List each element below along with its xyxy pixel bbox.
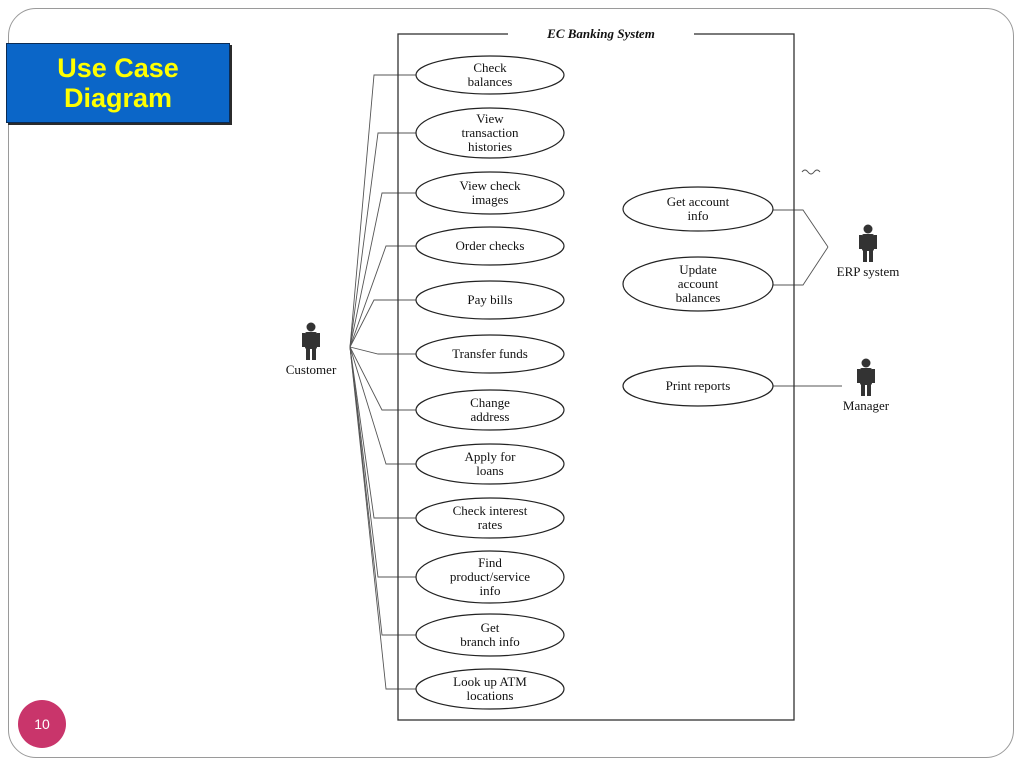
association-lines [349, 74, 842, 690]
use-case-ellipse [415, 226, 565, 266]
association-line [349, 346, 416, 411]
association-line [349, 299, 416, 348]
use-case-label: images [472, 192, 509, 207]
use-case-label: Order checks [456, 238, 525, 253]
association-line [349, 346, 416, 636]
use-case-label: balances [468, 74, 513, 89]
use-case-ellipse [415, 613, 565, 657]
use-case-label: Print reports [666, 378, 731, 393]
use-cases: CheckbalancesViewtransactionhistoriesVie… [415, 55, 774, 710]
use-case-pay-bills: Pay bills [415, 280, 565, 320]
use-case-ellipse [415, 171, 565, 215]
use-case-ellipse [622, 365, 774, 407]
use-case-label: Check interest [453, 503, 528, 518]
association-line [349, 132, 416, 348]
scribble-mark [801, 169, 821, 175]
use-case-ellipse [415, 334, 565, 374]
use-case-label: View check [460, 178, 521, 193]
use-case-ellipse [415, 107, 565, 159]
use-case-print-reports: Print reports [622, 365, 774, 407]
use-case-label: info [480, 583, 501, 598]
use-case-transfer-funds: Transfer funds [415, 334, 565, 374]
use-case-label: Pay bills [467, 292, 512, 307]
use-case-label: Get [481, 620, 500, 635]
actor-figure-icon [302, 322, 320, 360]
association-line [349, 192, 416, 348]
use-case-ellipse [415, 668, 565, 710]
use-case-label: rates [478, 517, 503, 532]
use-case-label: View [476, 111, 504, 126]
association-line [773, 246, 829, 286]
use-case-label: Transfer funds [452, 346, 528, 361]
slide-title: Use Case Diagram [57, 53, 179, 113]
use-case-ellipse [415, 389, 565, 431]
association-line [349, 346, 416, 465]
use-case-ellipse [415, 443, 565, 485]
use-case-ellipse [415, 550, 565, 604]
use-case-ellipse [415, 497, 565, 539]
page-number-badge: 10 [18, 700, 66, 748]
use-case-label: Check [473, 60, 507, 75]
use-case-label: account [678, 276, 719, 291]
association-line [773, 209, 829, 248]
use-case-label: Apply for [465, 449, 517, 464]
use-case-label: info [688, 208, 709, 223]
use-case-ellipse [415, 280, 565, 320]
actor-figure-icon [857, 358, 875, 396]
association-line [349, 346, 416, 519]
use-case-label: balances [676, 290, 721, 305]
use-case-ellipse [622, 186, 774, 232]
actor-label: Manager [843, 398, 890, 413]
system-name: EC Banking System [546, 26, 655, 41]
use-case-label: loans [476, 463, 503, 478]
actor-figure-icon [859, 224, 877, 262]
use-case-label: Update [679, 262, 717, 277]
association-line [349, 346, 416, 578]
use-case-label: Find [478, 555, 502, 570]
use-case-label: Look up ATM [453, 674, 527, 689]
actor-label: Customer [286, 362, 337, 377]
use-case-label: Change [470, 395, 510, 410]
use-case-label: address [471, 409, 510, 424]
use-case-ellipse [415, 55, 565, 95]
system-boundary: EC Banking System [397, 26, 795, 721]
association-line [349, 346, 416, 355]
page-number: 10 [34, 716, 50, 732]
use-case-label: Get account [667, 194, 730, 209]
actor-label: ERP system [837, 264, 900, 279]
use-case-label: branch info [460, 634, 520, 649]
slide-frame [8, 8, 1014, 758]
slide-title-box: Use Case Diagram [6, 43, 230, 123]
use-case-label: product/service [450, 569, 530, 584]
use-case-order-checks: Order checks [415, 226, 565, 266]
actor-customer: Customer [286, 322, 337, 377]
use-case-label: locations [467, 688, 514, 703]
use-case-ellipse [622, 256, 774, 312]
actor-manager: Manager [843, 358, 890, 413]
association-line [349, 74, 416, 348]
use-case-label: histories [468, 139, 512, 154]
actor-erp-system: ERP system [837, 224, 900, 279]
association-line [349, 245, 416, 348]
use-case-label: transaction [461, 125, 519, 140]
association-line [349, 346, 416, 690]
